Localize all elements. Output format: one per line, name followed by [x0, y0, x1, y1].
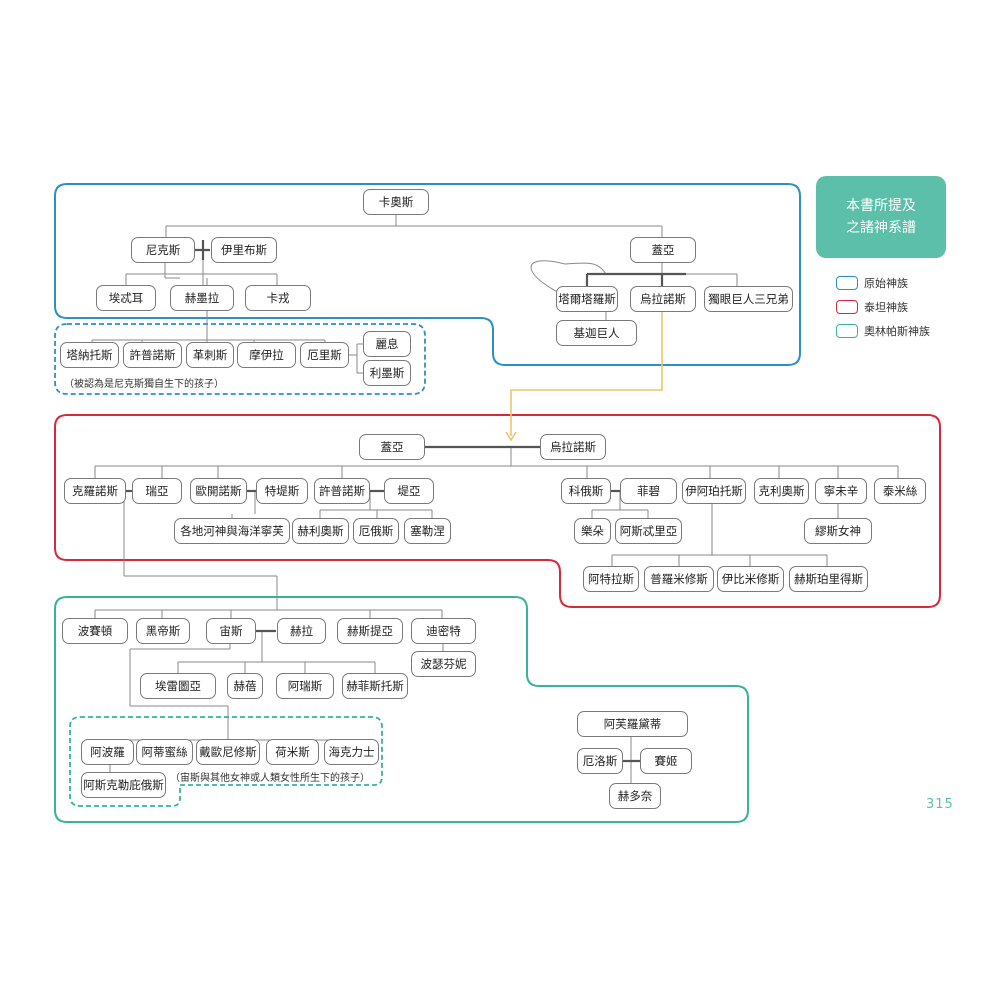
node-hebe: 赫蓓 — [227, 673, 263, 699]
olympian-group-frame — [54, 596, 749, 823]
node-demeter: 迪密特 — [411, 618, 476, 644]
node-helios: 赫利奧斯 — [292, 518, 349, 544]
node-chaos: 卡奧斯 — [363, 189, 429, 215]
node-giants: 基迦巨人 — [556, 320, 637, 346]
node-hermes: 荷米斯 — [266, 739, 319, 765]
node-cyclopes: 獨眼巨人三兄弟 — [704, 286, 793, 312]
node-theia: 堤亞 — [384, 478, 434, 504]
node-uranus: 烏拉諾斯 — [630, 286, 696, 312]
node-kar: 卡戎 — [245, 285, 311, 311]
titan-group-frame — [54, 414, 941, 608]
node-eros: 厄洛斯 — [577, 748, 623, 774]
node-ares: 阿瑞斯 — [276, 673, 334, 699]
marriage-lines — [126, 240, 686, 763]
node-eileithyia: 埃雷圖亞 — [140, 673, 216, 699]
node-crius: 克利奧斯 — [754, 478, 809, 504]
legend-title: 本書所提及 之諸神系譜 — [816, 176, 946, 258]
node-coeus: 科俄斯 — [561, 478, 611, 504]
uranus-link-arrow — [505, 312, 663, 442]
legend-label-titan: 泰坦神族 — [864, 301, 908, 314]
node-tartarus: 塔爾塔羅斯 — [556, 286, 618, 312]
node-hedone: 赫多奈 — [609, 783, 661, 809]
node-hera: 赫拉 — [277, 618, 326, 644]
node-phoebe: 菲碧 — [620, 478, 677, 504]
page-number: 315 — [926, 797, 954, 812]
nyx-children-note: （被認為是尼克斯獨自生下的孩子） — [64, 379, 224, 390]
node-rivers: 各地河神與海洋寧芙 — [174, 518, 290, 544]
legend-swatch-titan — [836, 300, 858, 314]
node-artemis: 阿蒂蜜絲 — [136, 739, 193, 765]
node-hemera: 赫墨拉 — [170, 285, 234, 311]
node-hypnos: 許普諾斯 — [123, 342, 182, 368]
node-nyx: 尼克斯 — [131, 237, 195, 263]
node-cronus: 克羅諾斯 — [64, 478, 126, 504]
node-lethe: 麗息 — [363, 331, 411, 357]
legend-label-olympian: 奧林帕斯神族 — [864, 325, 930, 338]
node-rhea: 瑞亞 — [132, 478, 182, 504]
node-hephaestus: 赫菲斯托斯 — [342, 673, 408, 699]
node-hesperides: 赫斯珀里得斯 — [789, 566, 868, 592]
node-asteria: 阿斯忒里亞 — [615, 518, 682, 544]
node-thanatos: 塔納托斯 — [60, 342, 119, 368]
node-gaia: 蓋亞 — [630, 237, 696, 263]
node-selene: 塞勒涅 — [404, 518, 451, 544]
node-nemesis: 革刺斯 — [186, 342, 234, 368]
node-psyche: 賽姬 — [640, 748, 692, 774]
node-poseidon: 波賽頓 — [62, 618, 128, 644]
node-iapetus: 伊阿珀托斯 — [682, 478, 746, 504]
node-hyperion: 許普諾斯 — [314, 478, 370, 504]
node-aether: 埃忒耳 — [96, 285, 156, 311]
node-asclepius: 阿斯克勒庇俄斯 — [81, 772, 166, 798]
primordial-group-frame — [54, 183, 801, 366]
node-eris: 厄里斯 — [300, 342, 349, 368]
node-oceanus: 歐開諾斯 — [190, 478, 247, 504]
node-heracles: 海克力士 — [324, 739, 379, 765]
legend-label-primordial: 原始神族 — [864, 277, 908, 290]
legend-title-line1: 本書所提及 — [846, 198, 916, 214]
node-moirai: 摩伊拉 — [237, 342, 296, 368]
node-eos: 厄俄斯 — [353, 518, 399, 544]
node-mnemosyne: 寧未辛 — [815, 478, 867, 504]
node-dionysus: 戴歐尼修斯 — [196, 739, 260, 765]
node-gaia-titan: 蓋亞 — [359, 434, 425, 460]
node-erebus: 伊里布斯 — [211, 237, 277, 263]
node-zeus: 宙斯 — [206, 618, 256, 644]
node-tethys: 特堤斯 — [256, 478, 308, 504]
zeus-children-frame — [69, 716, 383, 807]
node-apollo: 阿波羅 — [81, 739, 134, 765]
node-hestia: 赫斯提亞 — [337, 618, 403, 644]
node-themis: 泰米絲 — [874, 478, 926, 504]
node-aphrodite: 阿芙羅黛蒂 — [577, 711, 688, 737]
node-muses: 繆斯女神 — [804, 518, 872, 544]
node-hades: 黑帝斯 — [136, 618, 190, 644]
node-uranus-titan: 烏拉諾斯 — [540, 434, 606, 460]
legend-swatch-olympian — [836, 324, 858, 338]
zeus-children-note: （宙斯與其他女神或人類女性所生下的孩子） — [170, 773, 370, 784]
node-persephone: 波瑟芬妮 — [411, 651, 476, 677]
node-limos: 利墨斯 — [363, 360, 411, 386]
node-epimetheus: 伊比米修斯 — [717, 566, 784, 592]
node-atlas: 阿特拉斯 — [583, 566, 639, 592]
node-leto: 樂朵 — [574, 518, 611, 544]
node-prometheus: 普羅米修斯 — [644, 566, 714, 592]
legend-title-line2: 之諸神系譜 — [846, 220, 916, 236]
legend-swatch-primordial — [836, 276, 858, 290]
